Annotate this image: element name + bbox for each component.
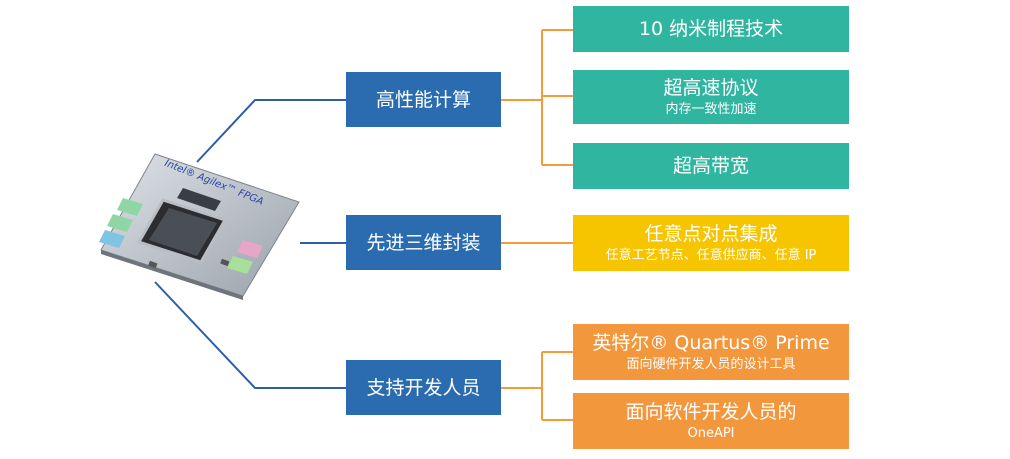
- connector-cat-1-features: [501, 29, 573, 166]
- connector-cat-3-features: [501, 351, 573, 421]
- connector-chip-to-cat-3: [154, 281, 346, 389]
- fpga-chip-image: Intel® Agilex™ FPGA: [93, 150, 307, 300]
- feature-title: 任意点对点集成: [644, 223, 778, 245]
- feature-high-bandwidth: 超高带宽: [573, 143, 849, 189]
- feature-oneapi: 面向软件开发人员的 OneAPI: [573, 393, 849, 449]
- feature-subtitle: OneAPI: [687, 426, 735, 441]
- feature-title: 超高带宽: [672, 155, 749, 177]
- category-developer-support: 支持开发人员: [346, 360, 501, 415]
- category-label: 先进三维封装: [366, 231, 481, 254]
- feature-quartus-prime: 英特尔® Quartus® Prime 面向硬件开发人员的设计工具: [573, 324, 849, 380]
- feature-any-point-integration: 任意点对点集成 任意工艺节点、任意供应商、任意 IP: [573, 215, 849, 271]
- connector-chip-to-cat-1: [196, 99, 346, 163]
- category-label: 支持开发人员: [366, 376, 481, 399]
- feature-title: 面向软件开发人员的: [625, 401, 797, 423]
- feature-10nm-process: 10 纳米制程技术: [573, 6, 849, 52]
- feature-subtitle: 面向硬件开发人员的设计工具: [626, 357, 796, 372]
- feature-subtitle: 任意工艺节点、任意供应商、任意 IP: [605, 248, 817, 263]
- category-3d-packaging: 先进三维封装: [346, 215, 501, 270]
- feature-subtitle: 内存一致性加速: [665, 102, 757, 117]
- category-high-performance-computing: 高性能计算: [346, 72, 501, 127]
- feature-title: 英特尔® Quartus® Prime: [592, 332, 830, 354]
- feature-high-speed-protocol: 超高速协议 内存一致性加速: [573, 70, 849, 124]
- feature-title: 10 纳米制程技术: [638, 18, 784, 40]
- category-label: 高性能计算: [375, 88, 471, 111]
- feature-title: 超高速协议: [663, 77, 759, 99]
